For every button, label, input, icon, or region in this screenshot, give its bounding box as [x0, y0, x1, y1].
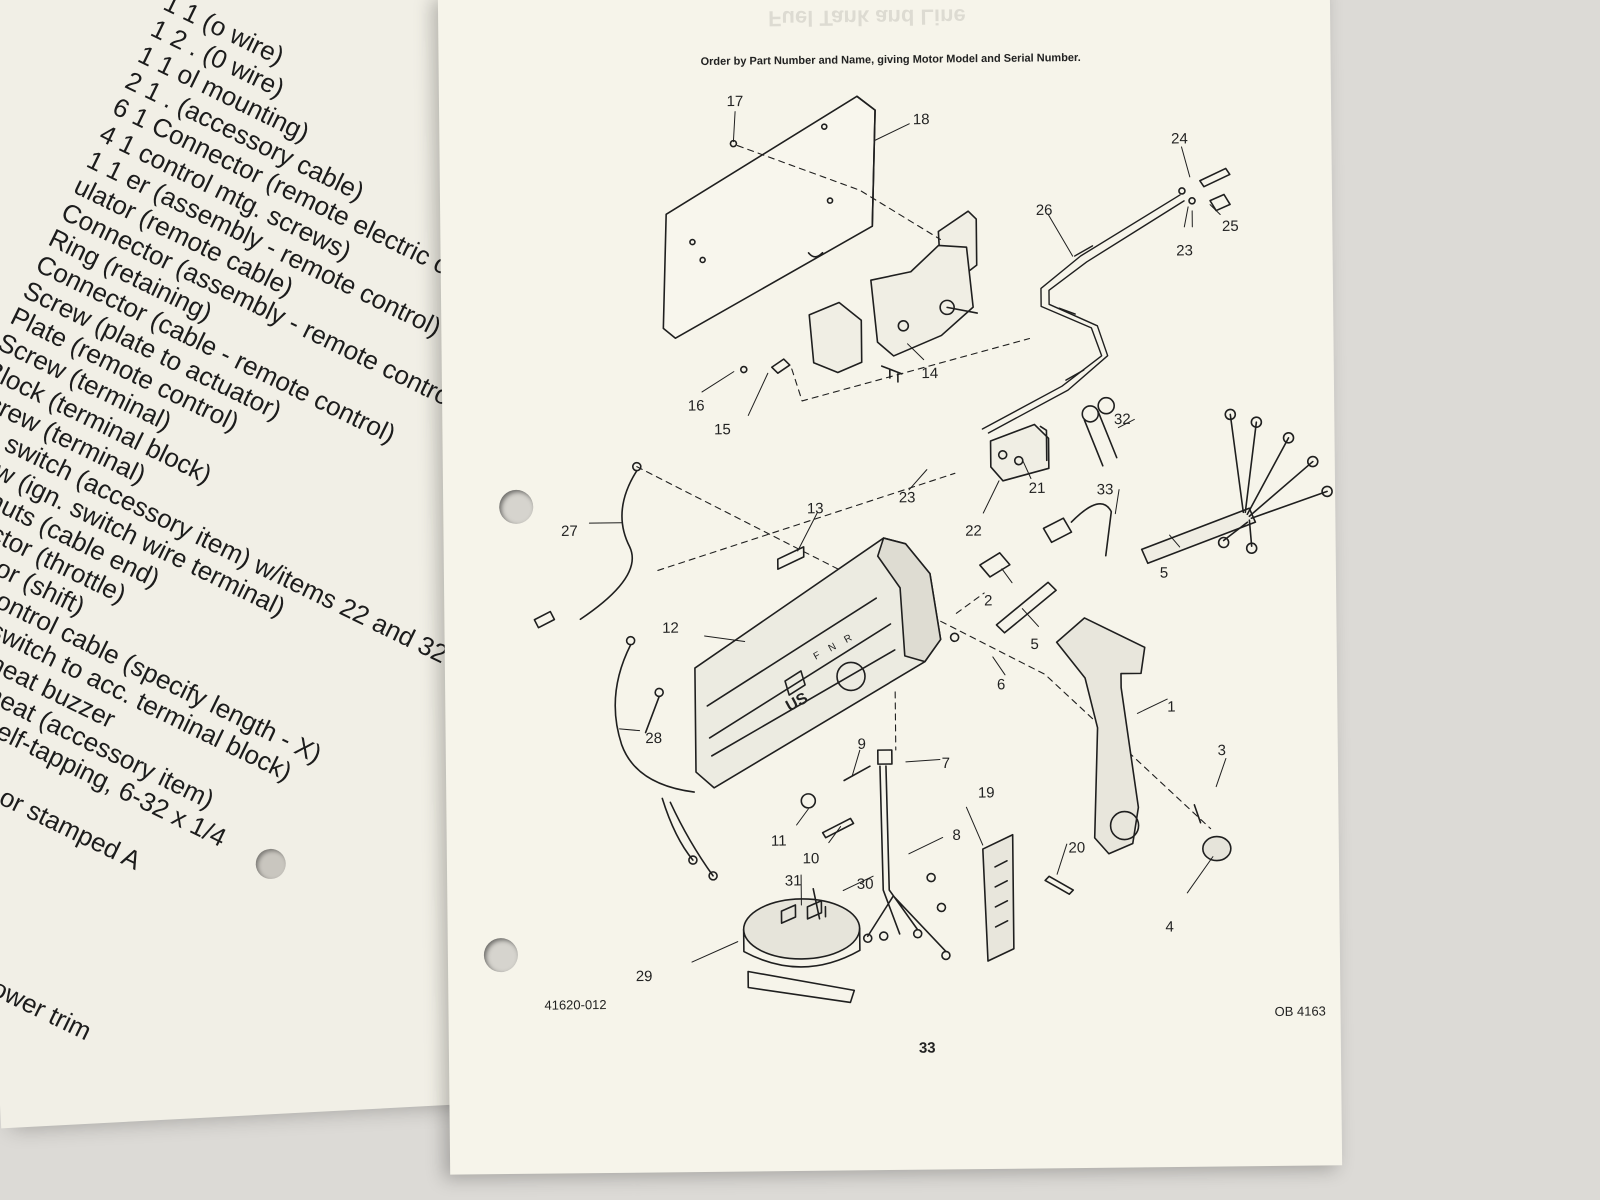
callout-7: 7: [941, 754, 951, 772]
callout-3: 3: [1217, 741, 1227, 760]
control-handle-part: [1055, 617, 1146, 855]
right-page: Fuel Tank and Line Order by Part Number …: [437, 0, 1343, 1175]
callout-26: 26: [1035, 201, 1053, 219]
callout-17: 17: [726, 93, 744, 111]
callout-8: 8: [952, 826, 961, 844]
callout-15: 15: [713, 421, 731, 439]
callout-18: 18: [912, 111, 930, 129]
callout-25: 25: [1221, 217, 1239, 236]
bolt-part-20: [1044, 875, 1075, 895]
callout-23-lower: 23: [898, 489, 916, 507]
callout-33: 33: [1096, 481, 1114, 499]
callout-5-sleeve: 5: [1030, 635, 1039, 654]
callout-12: 12: [662, 619, 679, 637]
cap-part-4: [1202, 835, 1232, 862]
callout-9: 9: [857, 735, 866, 753]
callout-14: 14: [921, 364, 939, 383]
leader-lines: [588, 111, 1227, 963]
callout-5-harness: 5: [1159, 564, 1169, 582]
retaining-clip-part: [776, 546, 805, 570]
overheat-buzzer-part: [742, 898, 861, 1004]
diagram-code: 41620-012: [544, 996, 607, 1013]
callout-22: 22: [965, 522, 982, 540]
ignition-keys-part: [1081, 396, 1118, 467]
callout-6: 6: [996, 676, 1006, 694]
ob-code: OB 4163: [1274, 1003, 1326, 1019]
page-number: 33: [918, 1039, 936, 1057]
callout-4: 4: [1165, 918, 1174, 936]
exploded-parts-diagram: [533, 95, 1333, 1004]
callout-11: 11: [770, 832, 787, 850]
callout-29: 29: [635, 968, 653, 986]
cable-connectors: [1178, 167, 1231, 212]
callout-28: 28: [645, 729, 663, 748]
mounting-plate-part: [662, 95, 876, 340]
callout-13: 13: [806, 500, 824, 518]
actuator-assembly-part: [808, 210, 979, 383]
callout-10: 10: [802, 850, 820, 868]
callout-19: 19: [977, 784, 995, 802]
callout-31: 31: [784, 872, 802, 890]
grommet-cable-part: [862, 749, 951, 961]
callout-16: 16: [687, 397, 705, 415]
switch-wire-part: [614, 635, 718, 881]
callout-27: 27: [561, 522, 578, 540]
buzzer-cable-part: [533, 461, 642, 629]
callout-1: 1: [1167, 698, 1176, 716]
callout-23-upper: 23: [1176, 242, 1194, 260]
screw-part-30: [812, 888, 821, 920]
callout-2: 2: [983, 592, 993, 610]
callout-21: 21: [1028, 479, 1046, 498]
callout-32: 32: [1113, 410, 1131, 429]
ignition-switch-part: [989, 423, 1050, 482]
remote-control-housing-part: [694, 537, 942, 789]
callout-30: 30: [856, 875, 874, 893]
callout-20: 20: [1068, 839, 1086, 857]
callout-24: 24: [1170, 130, 1188, 148]
remote-control-cables: [981, 194, 1185, 434]
housing-screws-washer: [800, 765, 871, 839]
connector-sleeve-parts: [949, 552, 1057, 643]
overheat-cable-part: [1042, 503, 1113, 557]
pin-part-3: [1193, 804, 1202, 824]
wire-harness-part: [1140, 408, 1333, 565]
terminal-block-part: [982, 833, 1015, 962]
